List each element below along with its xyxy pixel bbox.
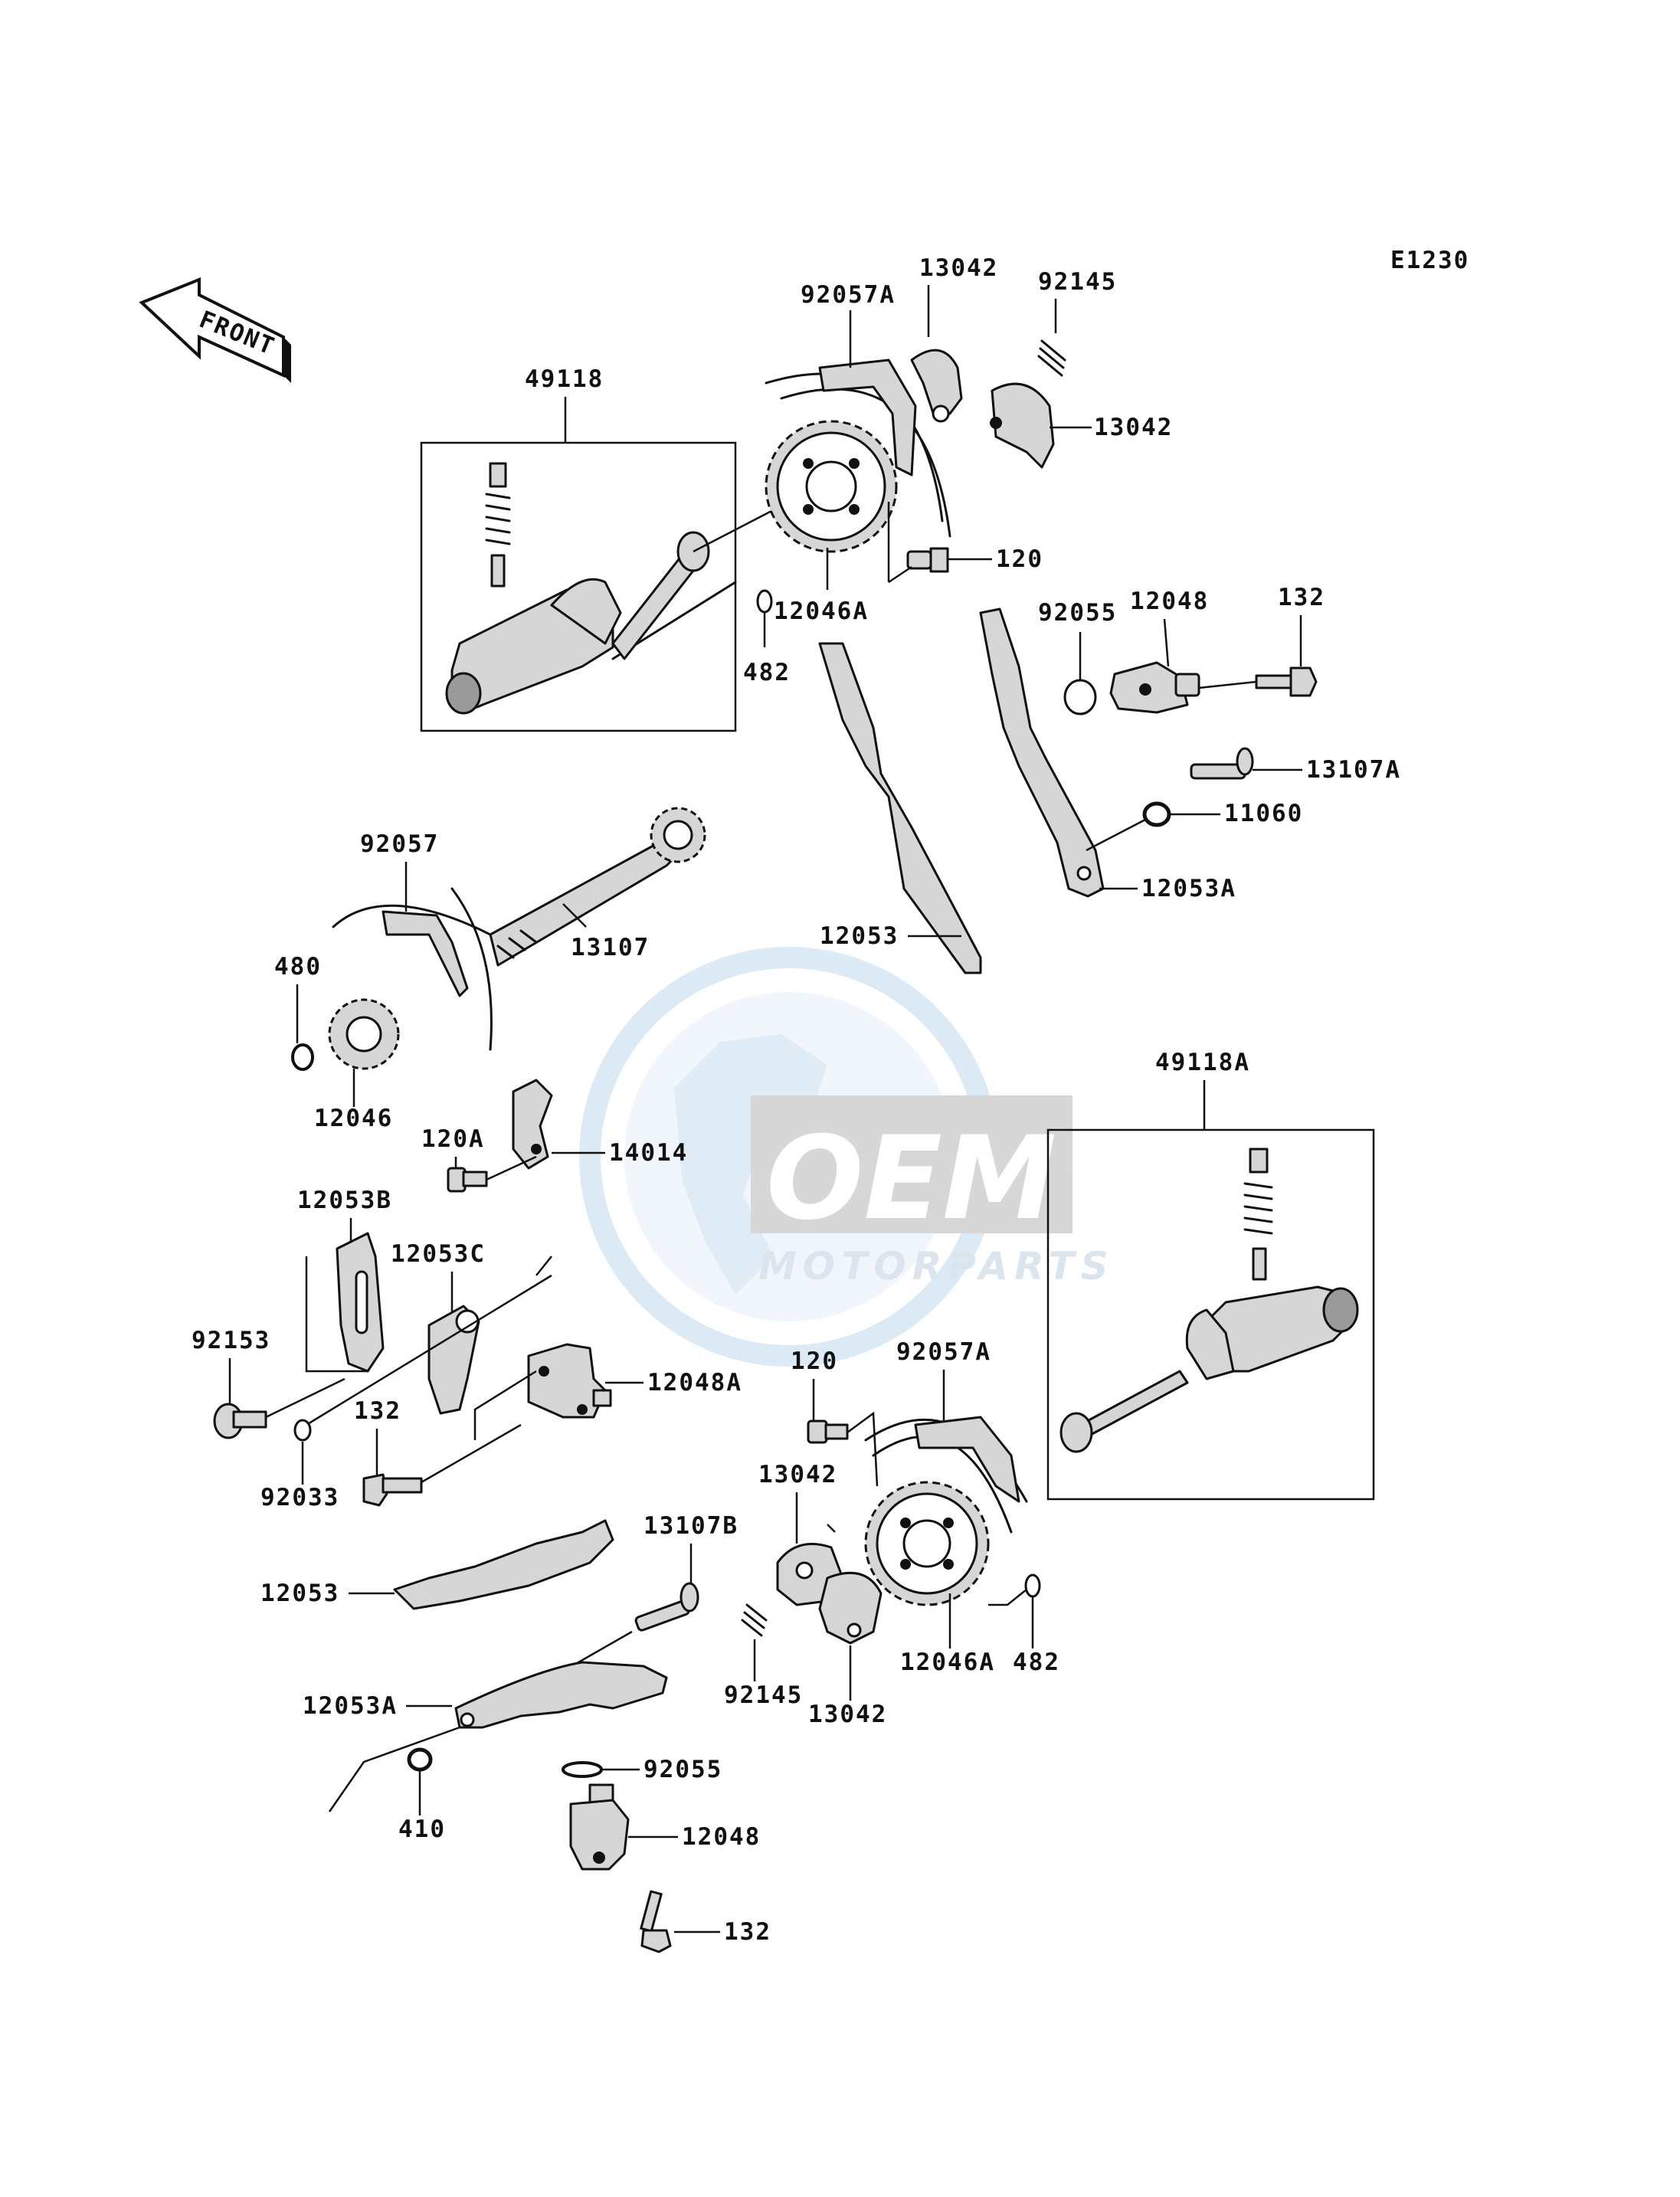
label-410: 410 xyxy=(398,1816,446,1843)
bolt-92153 xyxy=(213,1403,267,1439)
chain-guide-12053-bot xyxy=(393,1519,614,1610)
sprocket-top xyxy=(765,420,898,553)
label-120A: 120A xyxy=(421,1125,485,1153)
o-ring-92055-top xyxy=(1063,679,1097,715)
circlip-482-top xyxy=(756,589,773,614)
cam-chain-left xyxy=(332,887,493,1051)
tensioner-guide-12053A-top xyxy=(979,607,1105,898)
idler-shaft-13107 xyxy=(489,807,706,967)
tensioner-12048A xyxy=(527,1343,612,1419)
label-49118A: 49118A xyxy=(1155,1049,1250,1076)
chain-guide-12053-top xyxy=(818,642,982,974)
bolt-132-mid xyxy=(362,1473,423,1507)
label-14014: 14014 xyxy=(609,1139,688,1167)
label-482-top: 482 xyxy=(743,659,791,686)
label-92153: 92153 xyxy=(192,1327,270,1354)
pin-13107A xyxy=(1190,747,1254,780)
label-12053C: 12053C xyxy=(391,1240,486,1268)
o-ring-92055-bot xyxy=(562,1761,603,1778)
pin-13107B xyxy=(634,1582,699,1632)
bolt-120A xyxy=(447,1167,488,1193)
bolt-132-bot xyxy=(640,1890,672,1953)
label-12053A-bot: 12053A xyxy=(303,1692,398,1720)
camshaft-b-part xyxy=(1059,1148,1359,1453)
label-12053B: 12053B xyxy=(297,1187,392,1214)
label-132-bot: 132 xyxy=(724,1918,771,1946)
label-12048-bot: 12048 xyxy=(682,1823,761,1851)
tensioner-12048-top xyxy=(1109,661,1200,714)
label-92055-top: 92055 xyxy=(1038,599,1117,627)
label-13107B: 13107B xyxy=(644,1512,738,1540)
label-92057A-bot: 92057A xyxy=(896,1338,991,1366)
label-13107A: 13107A xyxy=(1306,756,1401,784)
watermark-brand: OEM xyxy=(766,1112,1056,1246)
label-12053A-top: 12053A xyxy=(1141,875,1236,902)
label-92033: 92033 xyxy=(260,1484,339,1511)
bolt-120-top xyxy=(906,547,949,573)
diagram-code: E1230 xyxy=(1390,247,1469,274)
label-132-top: 132 xyxy=(1278,584,1325,611)
label-12053-top: 12053 xyxy=(820,922,899,950)
label-92057A-top: 92057A xyxy=(801,281,896,309)
assembly-box-49118A xyxy=(1046,1128,1375,1501)
washer-11060 xyxy=(1142,801,1171,827)
label-92145-bot: 92145 xyxy=(724,1681,803,1709)
tensioner-guide-12053A-bot xyxy=(454,1661,668,1729)
label-120-top: 120 xyxy=(996,545,1043,573)
label-120-bot: 120 xyxy=(791,1347,838,1375)
label-13107: 13107 xyxy=(571,934,650,961)
decompressor-weights-top xyxy=(910,349,1055,469)
label-12053-bot: 12053 xyxy=(260,1580,339,1607)
camshaft-part xyxy=(445,462,737,715)
decompressor-weights-bottom xyxy=(776,1543,883,1645)
sprocket-bottom xyxy=(864,1481,990,1606)
front-arrow-icon: FRONT xyxy=(139,277,291,383)
spring-92145-bot xyxy=(741,1603,768,1637)
label-12046: 12046 xyxy=(314,1105,393,1132)
label-132-mid: 132 xyxy=(354,1397,401,1425)
label-12046A-top: 12046A xyxy=(774,598,869,625)
cam-chain-top xyxy=(765,359,951,538)
idler-gear-12046 xyxy=(328,998,400,1070)
label-13042-bot1: 13042 xyxy=(758,1461,837,1488)
label-92145-top: 92145 xyxy=(1038,268,1117,296)
washer-410 xyxy=(407,1747,433,1772)
label-13042-bot2: 13042 xyxy=(808,1701,887,1728)
tensioner-12048-bot xyxy=(569,1783,630,1871)
watermark-logo: OEM MOTORPARTS xyxy=(579,947,1115,1367)
label-11060: 11060 xyxy=(1224,800,1303,827)
label-92057: 92057 xyxy=(360,830,439,858)
washer-92033 xyxy=(293,1419,312,1442)
bolt-120-bot xyxy=(807,1419,849,1444)
label-92055-bot: 92055 xyxy=(644,1756,722,1783)
label-49118: 49118 xyxy=(525,365,604,393)
label-13042-top2: 13042 xyxy=(1094,414,1173,441)
label-12048A: 12048A xyxy=(647,1369,742,1396)
circlip-480 xyxy=(291,1043,314,1071)
plate-14014 xyxy=(512,1079,553,1170)
label-482-bot: 482 xyxy=(1013,1649,1060,1676)
assembly-box-49118 xyxy=(420,441,737,732)
label-480: 480 xyxy=(274,953,322,981)
bolt-132-top xyxy=(1255,666,1318,697)
cam-chain-bottom xyxy=(864,1416,1028,1534)
spring-92145-top xyxy=(1037,339,1066,377)
label-12048-top: 12048 xyxy=(1130,588,1209,615)
label-12046A-bot: 12046A xyxy=(900,1649,995,1676)
circlip-482-bot xyxy=(1024,1573,1041,1598)
watermark-sub: MOTORPARTS xyxy=(758,1244,1115,1288)
label-13042-top1: 13042 xyxy=(919,254,998,282)
